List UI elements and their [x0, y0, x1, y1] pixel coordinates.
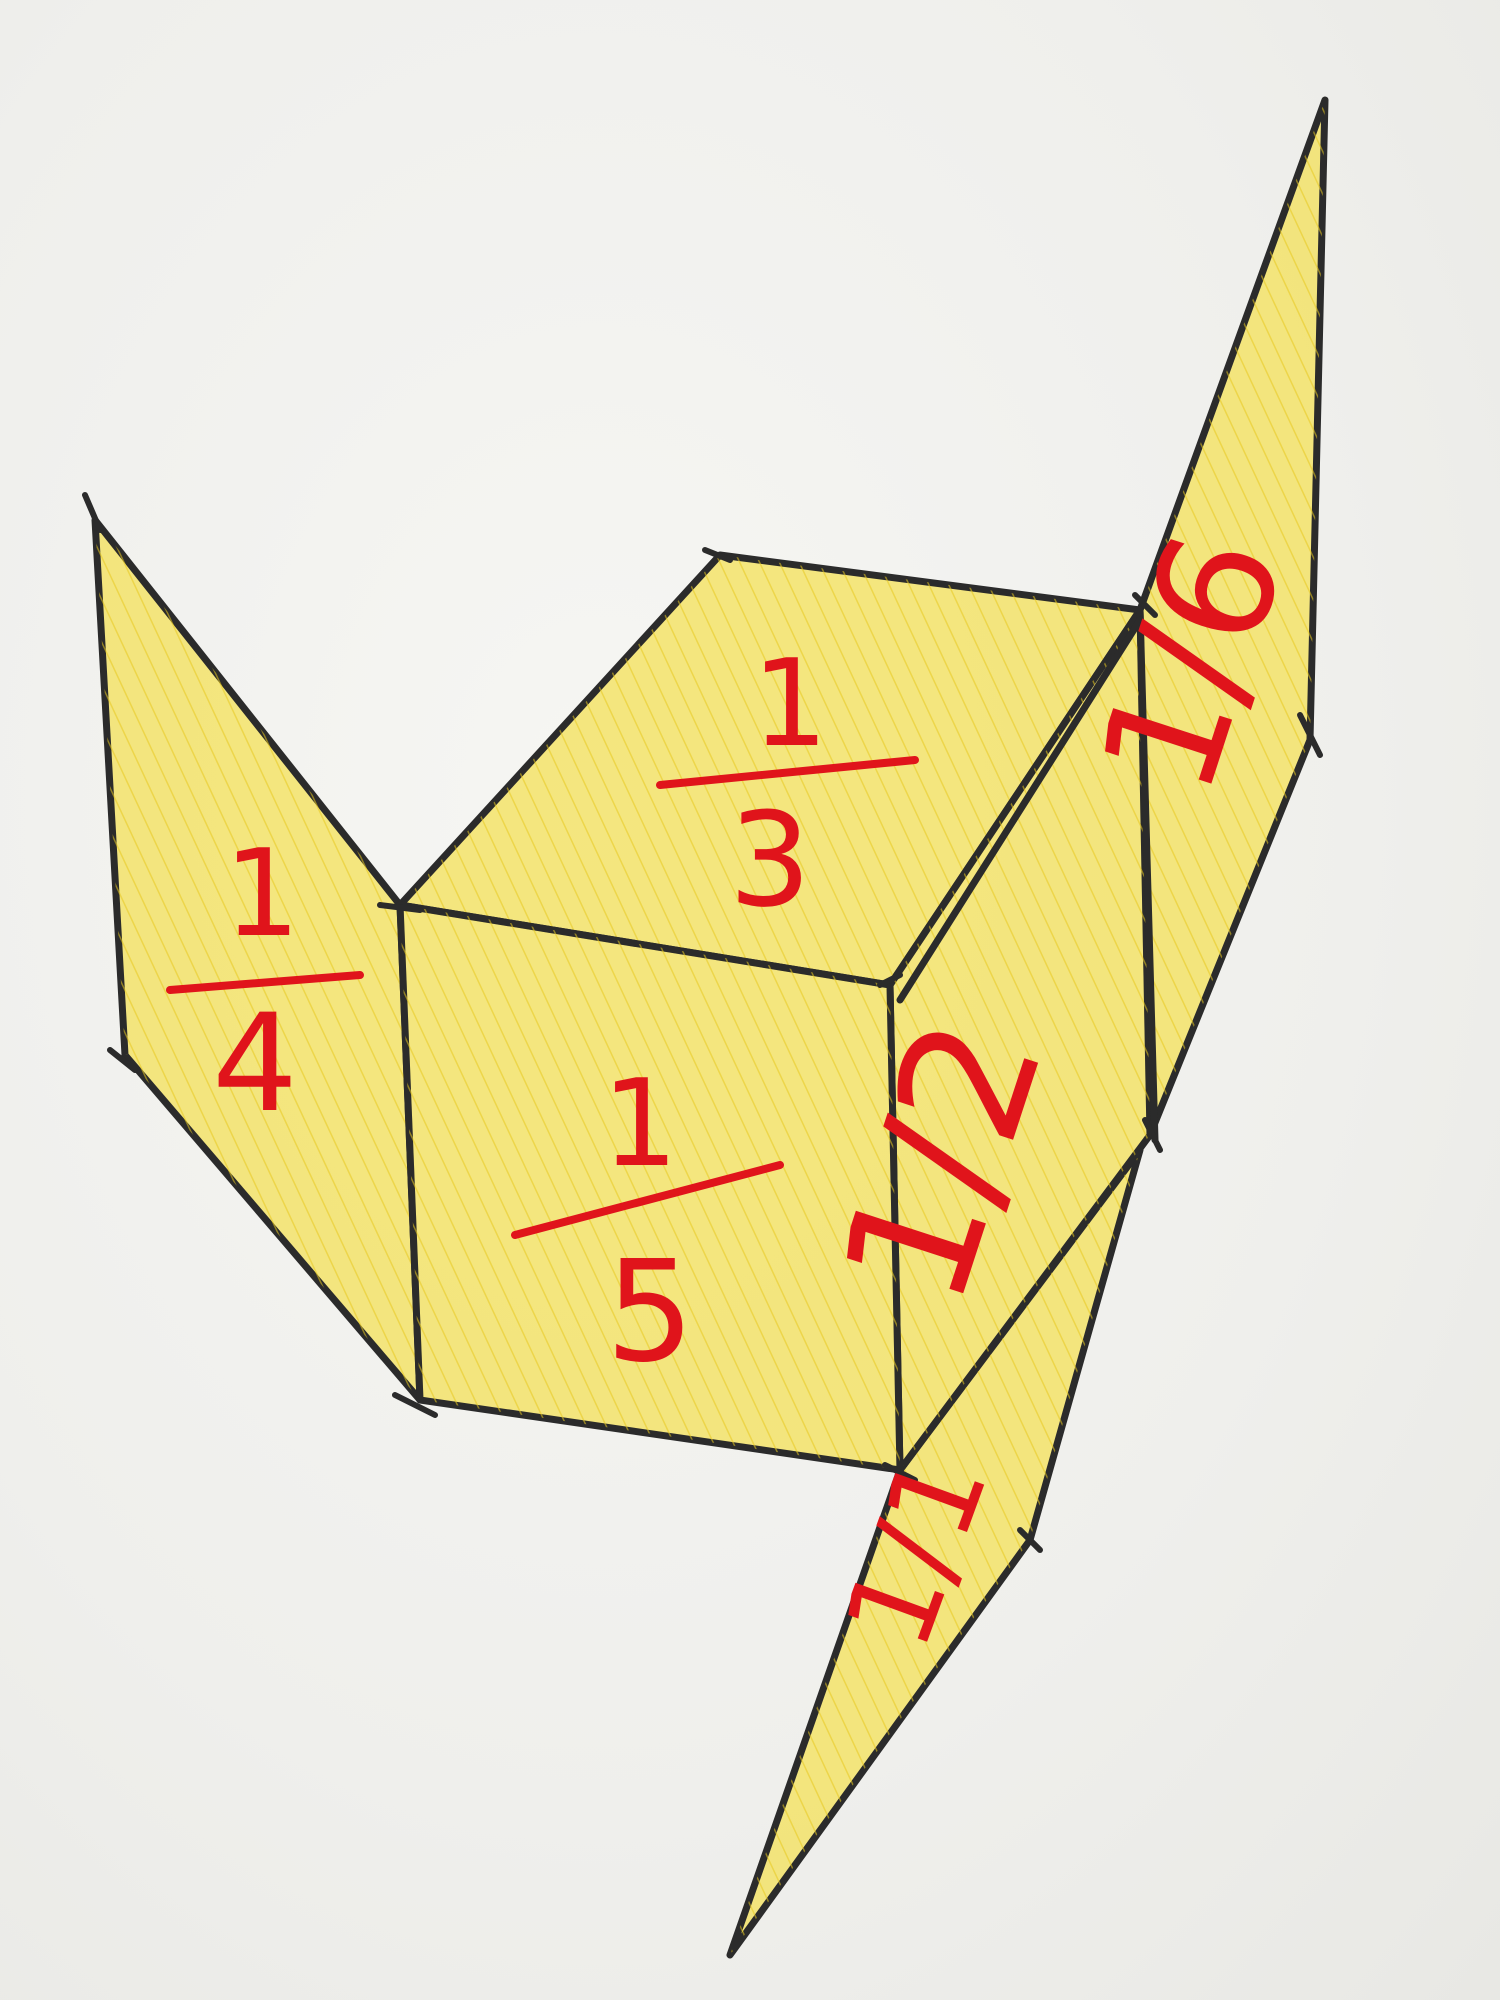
corner-ticks [82, 492, 1323, 1553]
front-face-shading [400, 905, 900, 1470]
top-fraction-bar [656, 756, 919, 789]
top-numerator: 1 [752, 635, 828, 774]
bottom-flap-shading [730, 1150, 1140, 1955]
flap-edge [896, 616, 1144, 1004]
left-numerator: 1 [224, 825, 300, 964]
left-fraction-bar [166, 971, 364, 994]
far-right-flap-shading [1140, 100, 1325, 1135]
top-face-shading [400, 555, 1140, 985]
left-denominator: 4 [212, 985, 298, 1142]
top-denominator: 3 [729, 784, 812, 936]
fraction-label-front: 1 5 [511, 1055, 784, 1394]
fraction-label-left: 1 4 [166, 825, 364, 1142]
front-numerator: 1 [602, 1055, 678, 1194]
front-denominator: 5 [605, 1231, 694, 1394]
right-side-face-shading [890, 610, 1150, 1470]
fraction-label-top: 1 3 [656, 635, 919, 936]
flap-edge [1136, 606, 1159, 1144]
front-fraction-bar [511, 1161, 784, 1239]
left-flap-shading [95, 520, 420, 1400]
